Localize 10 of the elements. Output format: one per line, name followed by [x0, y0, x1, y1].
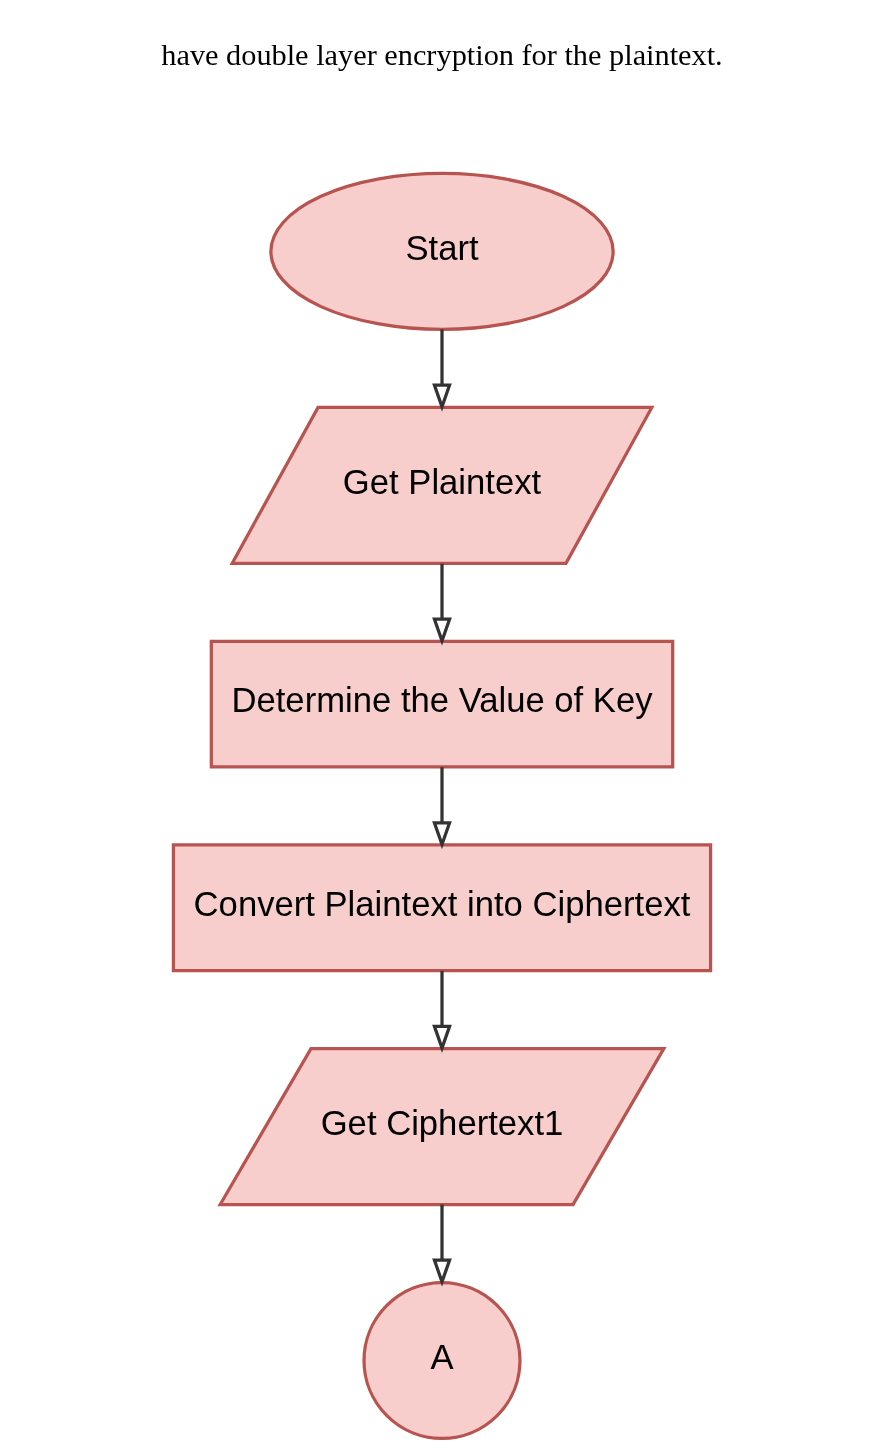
arrow — [432, 1204, 452, 1287]
arrow — [432, 767, 452, 850]
node-ellipse: Start — [269, 171, 615, 332]
arrow — [432, 970, 452, 1053]
arrow — [432, 563, 452, 646]
node-box: Determine the Value of Key — [209, 639, 675, 769]
node-circle: A — [362, 1280, 522, 1441]
label: have double layer encryption for the plaintext. — [161, 37, 723, 72]
arrow — [432, 329, 452, 412]
node-box: Convert Plaintext into Ciphertext — [171, 843, 713, 973]
